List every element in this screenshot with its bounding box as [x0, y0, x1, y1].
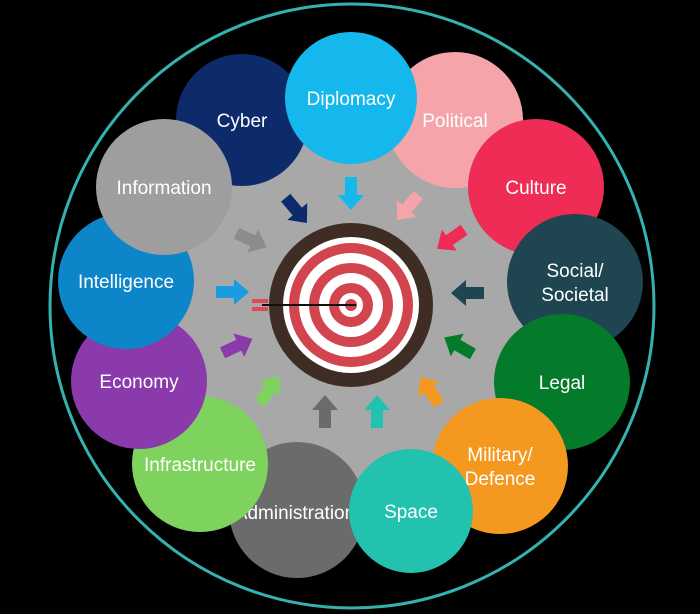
- arrow-military-defence: [418, 377, 445, 408]
- arrow-space: [364, 395, 390, 428]
- domain-label-space: Space: [384, 502, 438, 523]
- arrow-diplomacy: [338, 177, 364, 210]
- domain-label-cyber: Cyber: [217, 111, 268, 132]
- domain-bubble-social-societal: Social/Societal: [507, 214, 643, 350]
- domain-bubble-diplomacy: Diplomacy: [285, 32, 417, 164]
- bubble-circle: [349, 449, 473, 573]
- dart-fletching: [252, 299, 268, 311]
- arrow-intelligence: [216, 279, 249, 305]
- arrow-administration: [312, 395, 338, 428]
- domain-bubble-space: Space: [349, 449, 473, 573]
- arrow-shape: [396, 190, 423, 221]
- domain-label-social-societal: Societal: [541, 285, 609, 306]
- domain-bubble-economy: Economy: [71, 313, 207, 449]
- domain-label-military-defence: Defence: [465, 469, 536, 490]
- domain-label-diplomacy: Diplomacy: [307, 89, 396, 110]
- arrow-shape: [233, 227, 267, 253]
- bubble-circle: [96, 119, 232, 255]
- bubble-circle: [285, 32, 417, 164]
- domain-label-military-defence: Military/: [467, 445, 533, 466]
- domain-bubble-information: Information: [96, 119, 232, 255]
- domain-label-administration: Administration: [235, 503, 355, 524]
- arrow-shape: [216, 279, 249, 305]
- domain-label-information: Information: [116, 178, 211, 199]
- arrow-shape: [444, 333, 476, 360]
- arrow-culture: [437, 224, 468, 251]
- arrow-shape: [364, 395, 390, 428]
- domain-label-social-societal: Social/: [546, 261, 604, 282]
- arrow-infrastructure: [254, 376, 281, 407]
- arrow-social-societal: [451, 280, 484, 306]
- target-icon: [252, 223, 433, 387]
- domain-label-infrastructure: Infrastructure: [144, 455, 256, 476]
- arrow-shape: [219, 333, 253, 359]
- arrow-economy: [219, 333, 253, 359]
- arrow-information: [233, 227, 267, 253]
- arrow-legal: [444, 333, 476, 360]
- arrow-shape: [254, 376, 281, 407]
- bubble-circle: [71, 313, 207, 449]
- domain-label-economy: Economy: [99, 372, 179, 393]
- domain-label-culture: Culture: [505, 178, 566, 199]
- domain-label-legal: Legal: [539, 373, 586, 394]
- arrow-shape: [418, 377, 445, 408]
- arrow-shape: [338, 177, 364, 210]
- arrow-shape: [437, 224, 468, 251]
- domain-bubbles: Cyber PoliticalCultureSocial/SocietalLega…: [58, 32, 643, 578]
- arrow-cyber: [281, 193, 308, 224]
- arrow-shape: [451, 280, 484, 306]
- domain-label-intelligence: Intelligence: [78, 272, 174, 293]
- arrow-shape: [312, 395, 338, 428]
- bubble-circle: [507, 214, 643, 350]
- arrows-layer: [216, 177, 484, 428]
- domain-label-political: Political: [422, 111, 487, 132]
- arrow-political: [396, 190, 423, 221]
- arrow-shape: [281, 193, 308, 224]
- outer-ring: [48, 2, 656, 610]
